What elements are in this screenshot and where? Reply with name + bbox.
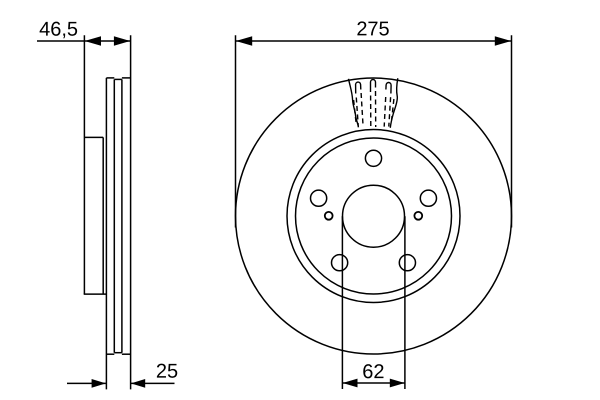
svg-text:275: 275 (356, 18, 389, 40)
svg-text:25: 25 (156, 361, 178, 383)
svg-text:46,5: 46,5 (39, 19, 78, 41)
svg-text:62: 62 (362, 361, 384, 383)
